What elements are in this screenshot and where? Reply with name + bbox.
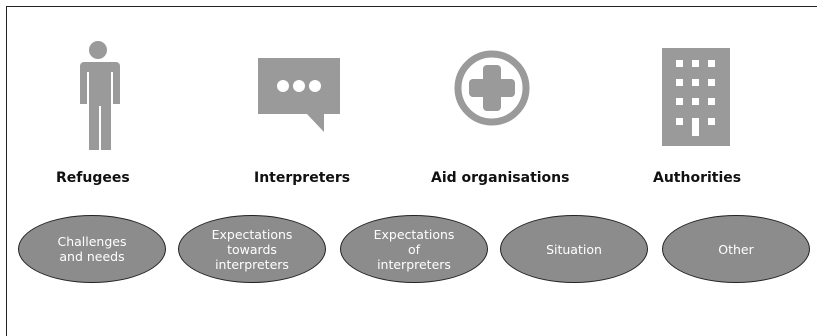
topic-expectations-towards-interpreters: Expectations towards interpreters: [178, 215, 326, 283]
diagram-frame: [6, 6, 817, 336]
topic-expectations-of-interpreters: Expectations of interpreters: [340, 215, 488, 283]
topic-other: Other: [662, 215, 810, 283]
label-refugees: Refugees: [56, 170, 130, 186]
person-icon: [80, 41, 120, 150]
label-authorities: Authorities: [653, 170, 742, 186]
speech-bubble-icon: [258, 58, 340, 132]
building-icon: [662, 48, 730, 146]
topic-situation: Situation: [500, 215, 648, 283]
medical-cross-icon: [454, 50, 530, 126]
label-interpreters: Interpreters: [254, 170, 351, 186]
label-aid-organisations: Aid organisations: [431, 170, 570, 186]
topic-challenges-and-needs: Challenges and needs: [18, 215, 166, 283]
